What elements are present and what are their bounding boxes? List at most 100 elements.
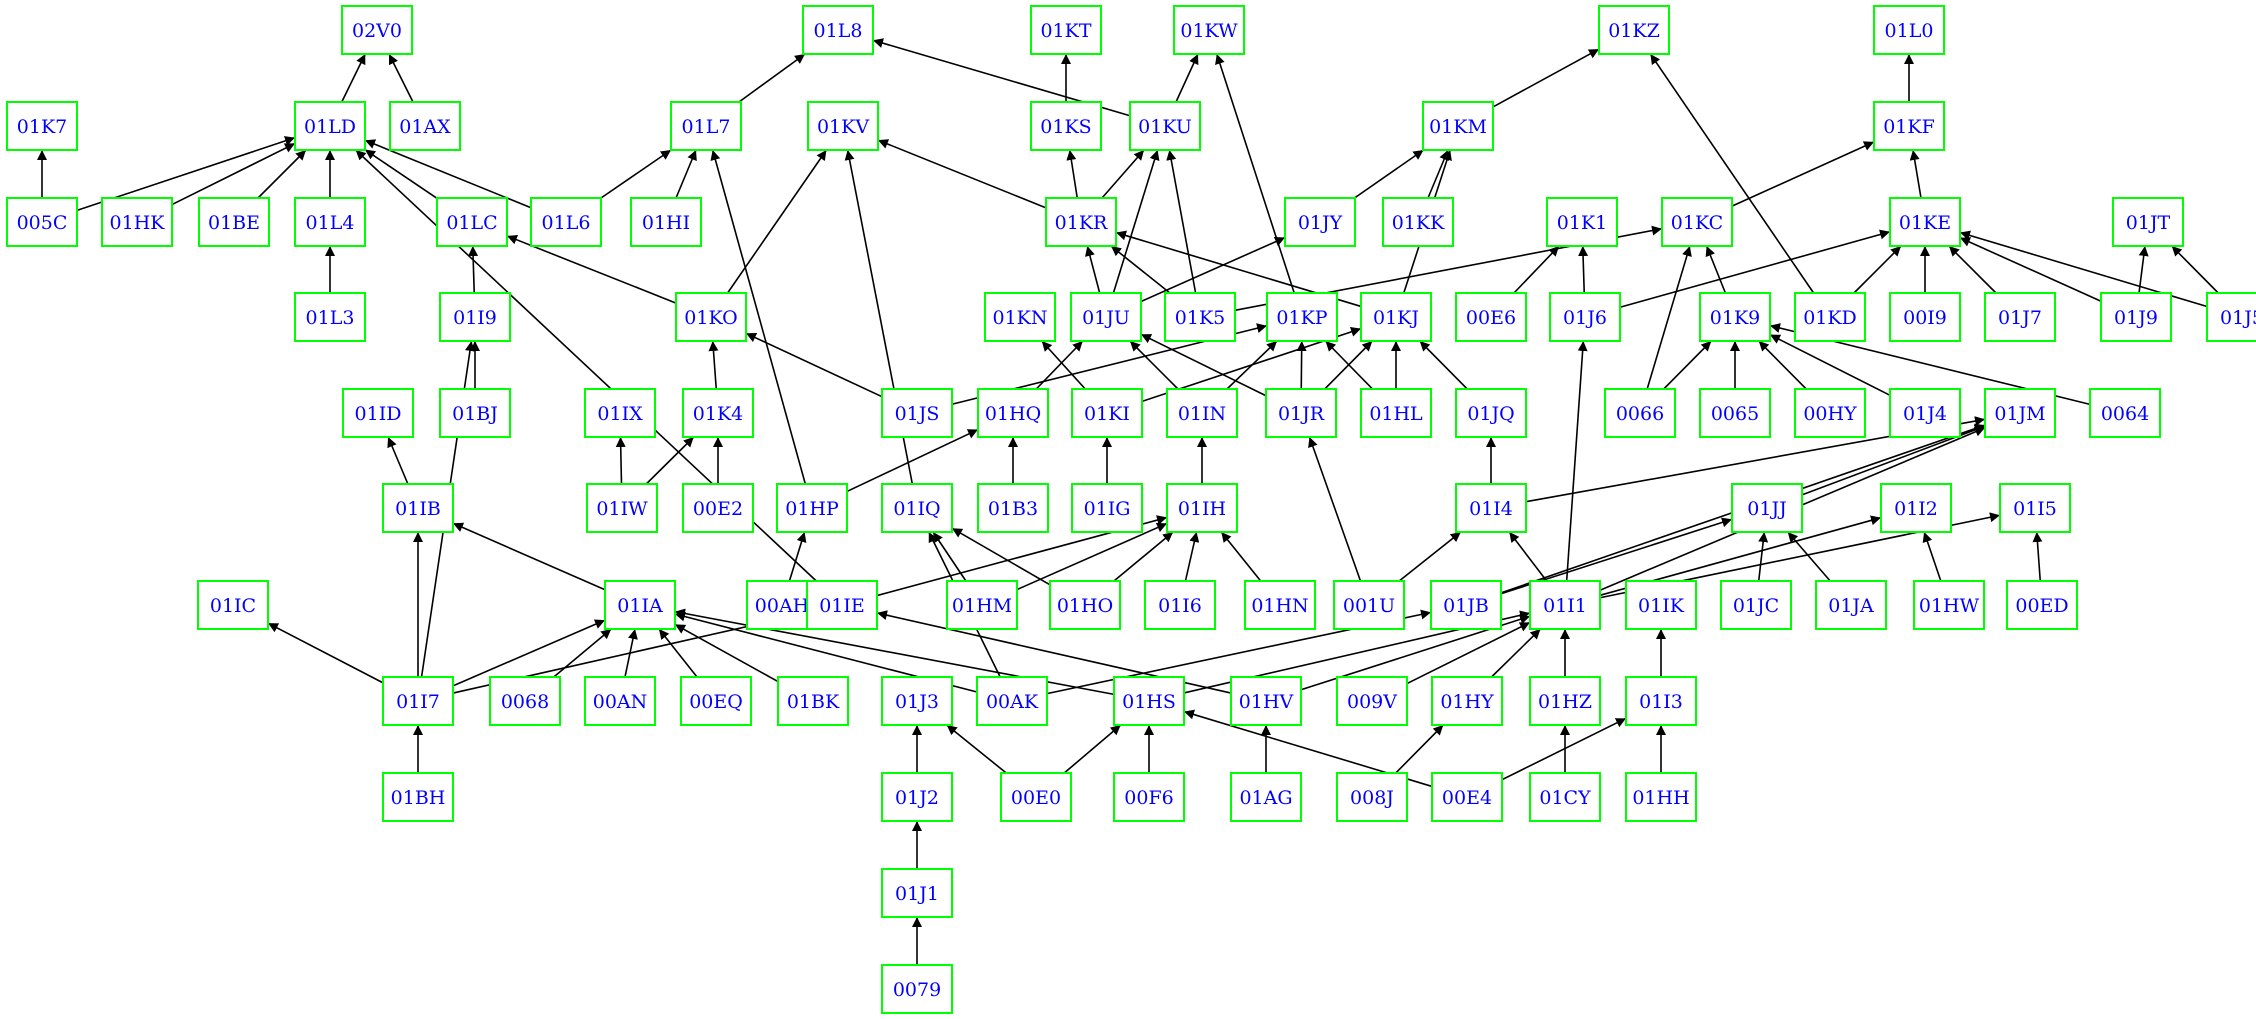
node-01J7[interactable]: 01J7: [1984, 292, 2056, 342]
node-01KW[interactable]: 01KW: [1173, 5, 1245, 55]
node-01ID[interactable]: 01ID: [342, 388, 414, 438]
node-01KK[interactable]: 01KK: [1382, 197, 1454, 247]
node-01JT[interactable]: 01JT: [2112, 197, 2184, 247]
node-01KN[interactable]: 01KN: [984, 292, 1056, 342]
node-01HN[interactable]: 01HN: [1244, 580, 1316, 630]
node-01IG[interactable]: 01IG: [1071, 483, 1143, 533]
node-01HO[interactable]: 01HO: [1049, 580, 1121, 630]
node-01HV[interactable]: 01HV: [1230, 676, 1302, 726]
node-01KR[interactable]: 01KR: [1045, 197, 1117, 247]
node-0064[interactable]: 0064: [2089, 388, 2161, 438]
node-01L6[interactable]: 01L6: [530, 197, 602, 247]
node-00ED[interactable]: 00ED: [2006, 580, 2078, 630]
node-01J3[interactable]: 01J3: [881, 676, 953, 726]
node-01L8[interactable]: 01L8: [802, 5, 874, 55]
node-01JM[interactable]: 01JM: [1984, 388, 2056, 438]
node-01I2[interactable]: 01I2: [1880, 483, 1952, 533]
node-01IC[interactable]: 01IC: [197, 580, 269, 630]
node-0068[interactable]: 0068: [489, 676, 561, 726]
node-01J6[interactable]: 01J6: [1549, 292, 1621, 342]
node-01KZ[interactable]: 01KZ: [1598, 5, 1670, 55]
node-01L0[interactable]: 01L0: [1873, 5, 1945, 55]
node-00AH[interactable]: 00AH: [746, 580, 818, 630]
node-01IA[interactable]: 01IA: [604, 580, 676, 630]
node-009V[interactable]: 009V: [1336, 676, 1408, 726]
node-008J[interactable]: 008J: [1336, 772, 1408, 822]
node-01J1[interactable]: 01J1: [881, 868, 953, 918]
node-01IQ[interactable]: 01IQ: [881, 483, 953, 533]
node-01AX[interactable]: 01AX: [389, 101, 461, 151]
node-02V0[interactable]: 02V0: [341, 5, 413, 55]
node-01HW[interactable]: 01HW: [1913, 580, 1985, 630]
node-00E2[interactable]: 00E2: [682, 483, 754, 533]
node-01KE[interactable]: 01KE: [1889, 197, 1961, 247]
node-01B3[interactable]: 01B3: [977, 483, 1049, 533]
node-01JJ[interactable]: 01JJ: [1731, 483, 1803, 533]
node-01JR[interactable]: 01JR: [1265, 388, 1337, 438]
node-01K5[interactable]: 01K5: [1164, 292, 1236, 342]
node-001U[interactable]: 001U: [1333, 580, 1405, 630]
node-01J2[interactable]: 01J2: [881, 772, 953, 822]
node-01L3[interactable]: 01L3: [294, 292, 366, 342]
node-01IK[interactable]: 01IK: [1625, 580, 1697, 630]
node-01KM[interactable]: 01KM: [1422, 101, 1494, 151]
node-01K4[interactable]: 01K4: [682, 388, 754, 438]
node-01KS[interactable]: 01KS: [1030, 101, 1102, 151]
node-01JA[interactable]: 01JA: [1815, 580, 1887, 630]
node-01CY[interactable]: 01CY: [1529, 772, 1601, 822]
node-01HH[interactable]: 01HH: [1625, 772, 1697, 822]
node-01KU[interactable]: 01KU: [1129, 101, 1201, 151]
node-01KD[interactable]: 01KD: [1794, 292, 1866, 342]
node-01I4[interactable]: 01I4: [1455, 483, 1527, 533]
node-01IX[interactable]: 01IX: [584, 388, 656, 438]
node-01I3[interactable]: 01I3: [1625, 676, 1697, 726]
node-01JB[interactable]: 01JB: [1430, 580, 1502, 630]
node-00EQ[interactable]: 00EQ: [680, 676, 752, 726]
node-01IN[interactable]: 01IN: [1166, 388, 1238, 438]
node-01I1[interactable]: 01I1: [1529, 580, 1601, 630]
node-00E6[interactable]: 00E6: [1455, 292, 1527, 342]
node-00I9[interactable]: 00I9: [1889, 292, 1961, 342]
node-01HZ[interactable]: 01HZ: [1529, 676, 1601, 726]
node-01I9[interactable]: 01I9: [439, 292, 511, 342]
node-01KT[interactable]: 01KT: [1030, 5, 1102, 55]
node-01IH[interactable]: 01IH: [1166, 483, 1238, 533]
node-01J5[interactable]: 01J5: [2206, 292, 2256, 342]
node-00E0[interactable]: 00E0: [1000, 772, 1072, 822]
node-01KJ[interactable]: 01KJ: [1360, 292, 1432, 342]
node-01IE[interactable]: 01IE: [806, 580, 878, 630]
node-0065[interactable]: 0065: [1699, 388, 1771, 438]
node-01I5[interactable]: 01I5: [1999, 483, 2071, 533]
node-01HS[interactable]: 01HS: [1113, 676, 1185, 726]
node-01KP[interactable]: 01KP: [1266, 292, 1338, 342]
node-01L4[interactable]: 01L4: [294, 197, 366, 247]
node-01KC[interactable]: 01KC: [1661, 197, 1733, 247]
node-01I6[interactable]: 01I6: [1144, 580, 1216, 630]
node-01KV[interactable]: 01KV: [807, 101, 879, 151]
node-01JS[interactable]: 01JS: [881, 388, 953, 438]
node-005C[interactable]: 005C: [6, 197, 78, 247]
node-01LC[interactable]: 01LC: [436, 197, 508, 247]
node-01K9[interactable]: 01K9: [1699, 292, 1771, 342]
node-01LD[interactable]: 01LD: [294, 101, 366, 151]
node-00HY[interactable]: 00HY: [1794, 388, 1866, 438]
node-01HY[interactable]: 01HY: [1431, 676, 1503, 726]
node-01BK[interactable]: 01BK: [777, 676, 849, 726]
node-01HM[interactable]: 01HM: [946, 580, 1018, 630]
node-01K7[interactable]: 01K7: [6, 101, 78, 151]
node-01AG[interactable]: 01AG: [1230, 772, 1302, 822]
node-01HL[interactable]: 01HL: [1360, 388, 1432, 438]
node-01KI[interactable]: 01KI: [1071, 388, 1143, 438]
node-01L7[interactable]: 01L7: [670, 101, 742, 151]
node-01BJ[interactable]: 01BJ: [439, 388, 511, 438]
node-00E4[interactable]: 00E4: [1431, 772, 1503, 822]
node-01K1[interactable]: 01K1: [1546, 197, 1618, 247]
node-00F6[interactable]: 00F6: [1113, 772, 1185, 822]
node-01BH[interactable]: 01BH: [382, 772, 454, 822]
node-01IW[interactable]: 01IW: [586, 483, 658, 533]
node-01I7[interactable]: 01I7: [382, 676, 454, 726]
node-0079[interactable]: 0079: [881, 964, 953, 1014]
node-01HK[interactable]: 01HK: [101, 197, 173, 247]
node-01IB[interactable]: 01IB: [382, 483, 454, 533]
node-01HI[interactable]: 01HI: [630, 197, 702, 247]
